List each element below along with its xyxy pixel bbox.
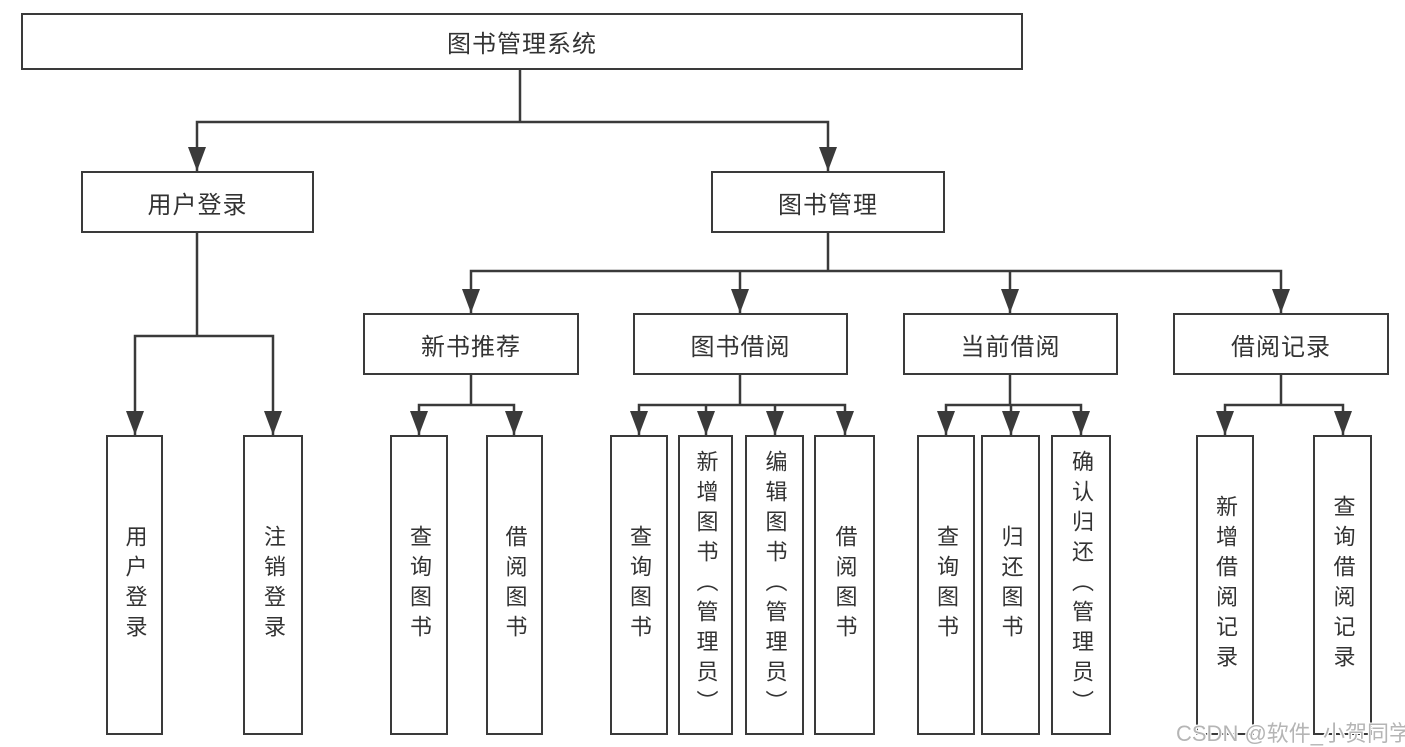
leaf-logout: 注销登录 — [243, 435, 303, 735]
node-label: 确认归还（管理员） — [1069, 450, 1094, 720]
node-borrow-records: 借阅记录 — [1173, 313, 1389, 375]
watermark-text: CSDN @软件_小贺同学 — [1176, 721, 1405, 746]
node-label: 用户登录 — [147, 191, 248, 219]
node-label: 新增图书（管理员） — [693, 450, 719, 720]
node-book-borrow: 图书借阅 — [633, 313, 848, 375]
node-label: 图书借阅 — [690, 333, 791, 361]
leaf-bb-edit-book-admin: 编辑图书（管理员） — [745, 435, 804, 735]
leaf-nbr-borrow-book: 借阅图书 — [486, 435, 543, 735]
node-label: 图书管理 — [778, 191, 878, 219]
leaf-bb-add-book-admin: 新增图书（管理员） — [678, 435, 733, 735]
node-label: 查询借阅记录 — [1330, 495, 1356, 675]
leaf-br-query-record: 查询借阅记录 — [1313, 435, 1372, 735]
node-label: 用户登录 — [122, 525, 148, 645]
node-label: 图书管理系统 — [447, 31, 597, 58]
leaf-bb-borrow-book: 借阅图书 — [814, 435, 875, 735]
leaf-user-login: 用户登录 — [106, 435, 163, 735]
leaf-cb-return-book: 归还图书 — [981, 435, 1040, 735]
leaf-br-add-record: 新增借阅记录 — [1196, 435, 1254, 735]
node-label: 当前借阅 — [960, 333, 1061, 361]
node-label: 借阅图书 — [832, 525, 858, 645]
connector-current-borrow-to-leaves — [937, 375, 1090, 435]
node-label: 编辑图书（管理员） — [762, 450, 788, 720]
node-current-borrow: 当前借阅 — [903, 313, 1118, 375]
connector-root-to-level2 — [188, 70, 837, 171]
node-label: 查询图书 — [934, 525, 959, 645]
node-label: 注销登录 — [261, 525, 286, 645]
leaf-bb-query-book: 查询图书 — [610, 435, 668, 735]
node-library-management-system: 图书管理系统 — [21, 13, 1023, 70]
leaf-cb-query-book: 查询图书 — [917, 435, 975, 735]
node-book-management: 图书管理 — [711, 171, 945, 233]
connector-borrow-records-to-leaves — [1216, 375, 1352, 435]
connector-book-management-to-level3 — [462, 233, 1290, 313]
leaf-nbr-query-book: 查询图书 — [390, 435, 448, 735]
node-label: 新增借阅记录 — [1213, 495, 1238, 675]
connector-user-login-to-leaves — [126, 233, 282, 435]
connector-book-borrow-to-leaves — [630, 375, 854, 435]
node-label: 借阅记录 — [1231, 333, 1331, 361]
leaf-cb-confirm-return-admin: 确认归还（管理员） — [1051, 435, 1111, 735]
node-label: 借阅图书 — [502, 525, 528, 645]
connector-new-book-recommend-to-leaves — [410, 375, 523, 435]
node-new-book-recommend: 新书推荐 — [363, 313, 579, 375]
node-label: 查询图书 — [407, 525, 432, 645]
node-user-login: 用户登录 — [81, 171, 314, 233]
node-label: 新书推荐 — [421, 333, 521, 361]
node-label: 查询图书 — [627, 525, 652, 645]
node-label: 归还图书 — [998, 525, 1024, 645]
